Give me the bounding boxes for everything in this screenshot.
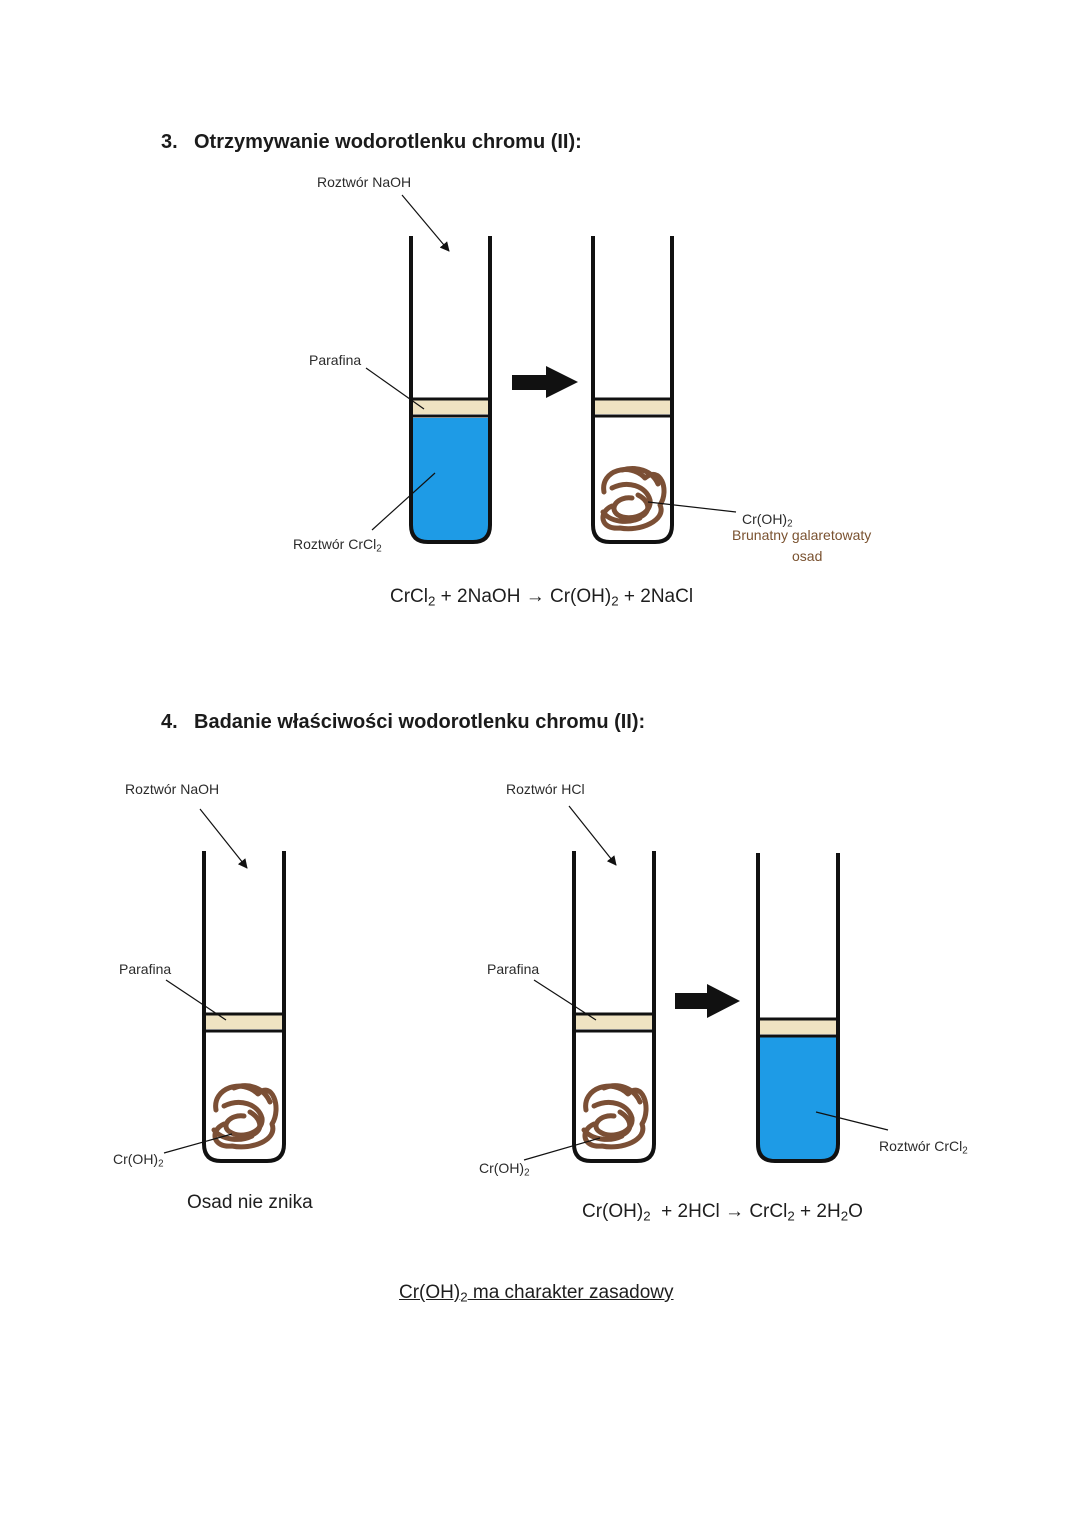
reaction-arrow [675,984,740,1018]
label-croh2: Cr(OH)2 [742,511,793,530]
label-precipitate-line1: Brunatny galaretowaty [732,527,872,543]
tube-outline [572,851,656,1163]
tube-outline [591,236,674,544]
croh2-leader [523,1137,601,1161]
label-crcl2-solution: Roztwór CrCl2 [293,536,382,555]
label-naoh-solution: Roztwór NaOH [125,781,220,797]
croh2-precipitate [211,1083,279,1150]
label-naoh-solution: Roztwór NaOH [317,174,412,190]
crcl2-solution [411,418,490,542]
label-hcl-solution: Roztwór HCl [506,781,585,797]
label-croh2: Cr(OH)2 [113,1151,164,1170]
test-tube-left-naoh [202,851,286,1163]
test-tube-right-hcl [572,851,656,1163]
label-crcl2-solution: Roztwór CrCl2 [879,1138,968,1157]
parafina-leader [165,979,227,1021]
paraffin-layer [758,1020,838,1034]
section-3-number: 3. [161,131,178,153]
paraffin-layer [204,1015,284,1029]
crcl2-leader [815,1111,889,1131]
parafina-leader [533,979,597,1021]
equation-section-3: CrCl2 + 2NaOH → Cr(OH)2 + 2NaCl [390,586,694,609]
tube-outline [202,851,286,1163]
croh2-precipitate [581,1083,649,1150]
crcl2-solution [758,1036,838,1161]
section-4-heading: 4. Badanie właściwości wodorotlenku chrom… [161,711,645,734]
croh2-leader [647,501,737,513]
paraffin-layer [411,400,490,414]
paraffin-layer [593,400,672,414]
label-croh2: Cr(OH)2 [479,1160,530,1179]
croh2-precipitate [600,466,667,532]
equation-section-4: Cr(OH)2 + 2HCl → CrCl2 + 2H2O [582,1201,863,1224]
paraffin-layer [574,1015,654,1029]
test-tube-croh2 [591,236,674,544]
crcl2-leader [371,472,436,531]
test-tube-crcl2 [409,236,492,544]
label-precipitate-line2: osad [792,548,823,564]
section-4-title: Badanie właściwości wodorotlenku chromu … [194,711,646,733]
naoh-arrow [401,194,450,252]
parafina-leader [365,367,425,410]
croh2-leader [163,1133,233,1154]
label-parafina: Parafina [309,352,362,368]
result-note: Osad nie znika [187,1192,313,1213]
section-4-number: 4. [161,711,178,733]
section-3-title: Otrzymywanie wodorotlenku chromu (II): [194,131,582,153]
label-parafina: Parafina [119,961,172,977]
reaction-arrow [512,366,578,398]
test-tube-crcl2-result [756,853,840,1163]
hcl-arrow [568,805,617,866]
tube-outline [756,853,840,1163]
label-parafina: Parafina [487,961,540,977]
conclusion: Cr(OH)2 ma charakter zasadowy [399,1282,674,1305]
section-3-heading: 3. Otrzymywanie wodorotlenku chromu (II): [161,131,582,154]
naoh-arrow [199,808,248,869]
tube-outline [409,236,492,544]
